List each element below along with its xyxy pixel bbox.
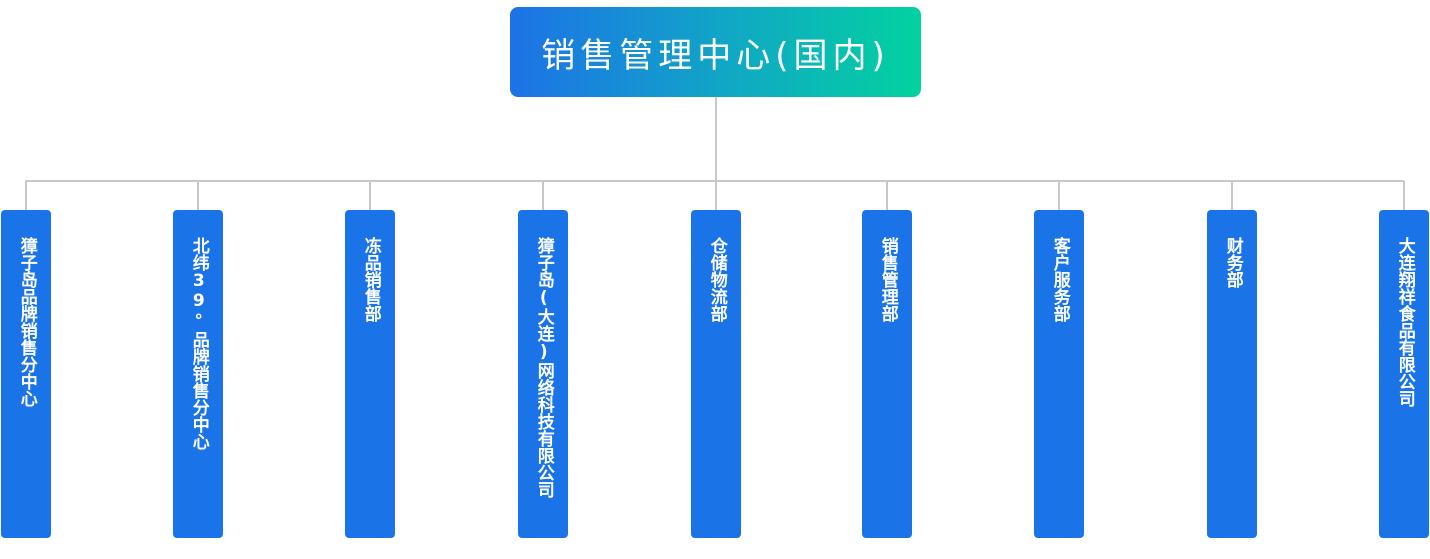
branch-node-label: 獐子岛品牌销售分中心 (16, 237, 37, 407)
branch-node-label: 销售管理部 (877, 237, 898, 322)
branch-node-3: 冻品销售部 (345, 210, 395, 538)
branch-node-label: 冻品销售部 (360, 237, 381, 322)
branch-node-label: 大连翔祥食品有限公司 (1394, 237, 1415, 407)
branch-node-label: 獐子岛(大连)网络科技有限公司 (533, 237, 554, 498)
branch-node-label: 客户服务部 (1049, 237, 1070, 322)
branch-node-1: 獐子岛品牌销售分中心 (1, 210, 51, 538)
branch-node-label: 北纬39°品牌销售分中心 (188, 237, 209, 450)
branch-node-7: 客户服务部 (1034, 210, 1084, 538)
branch-node-label: 财务部 (1222, 237, 1243, 288)
branch-node-8: 财务部 (1207, 210, 1257, 538)
branch-node-4: 獐子岛(大连)网络科技有限公司 (518, 210, 568, 538)
branch-node-9: 大连翔祥食品有限公司 (1379, 210, 1429, 538)
root-node-label: 销售管理中心(国内) (541, 35, 890, 76)
root-node: 销售管理中心(国内) (510, 7, 921, 97)
branch-node-6: 销售管理部 (862, 210, 912, 538)
branch-node-5: 仓储物流部 (691, 210, 741, 538)
branch-node-2: 北纬39°品牌销售分中心 (173, 210, 223, 538)
branch-node-label: 仓储物流部 (706, 237, 727, 322)
